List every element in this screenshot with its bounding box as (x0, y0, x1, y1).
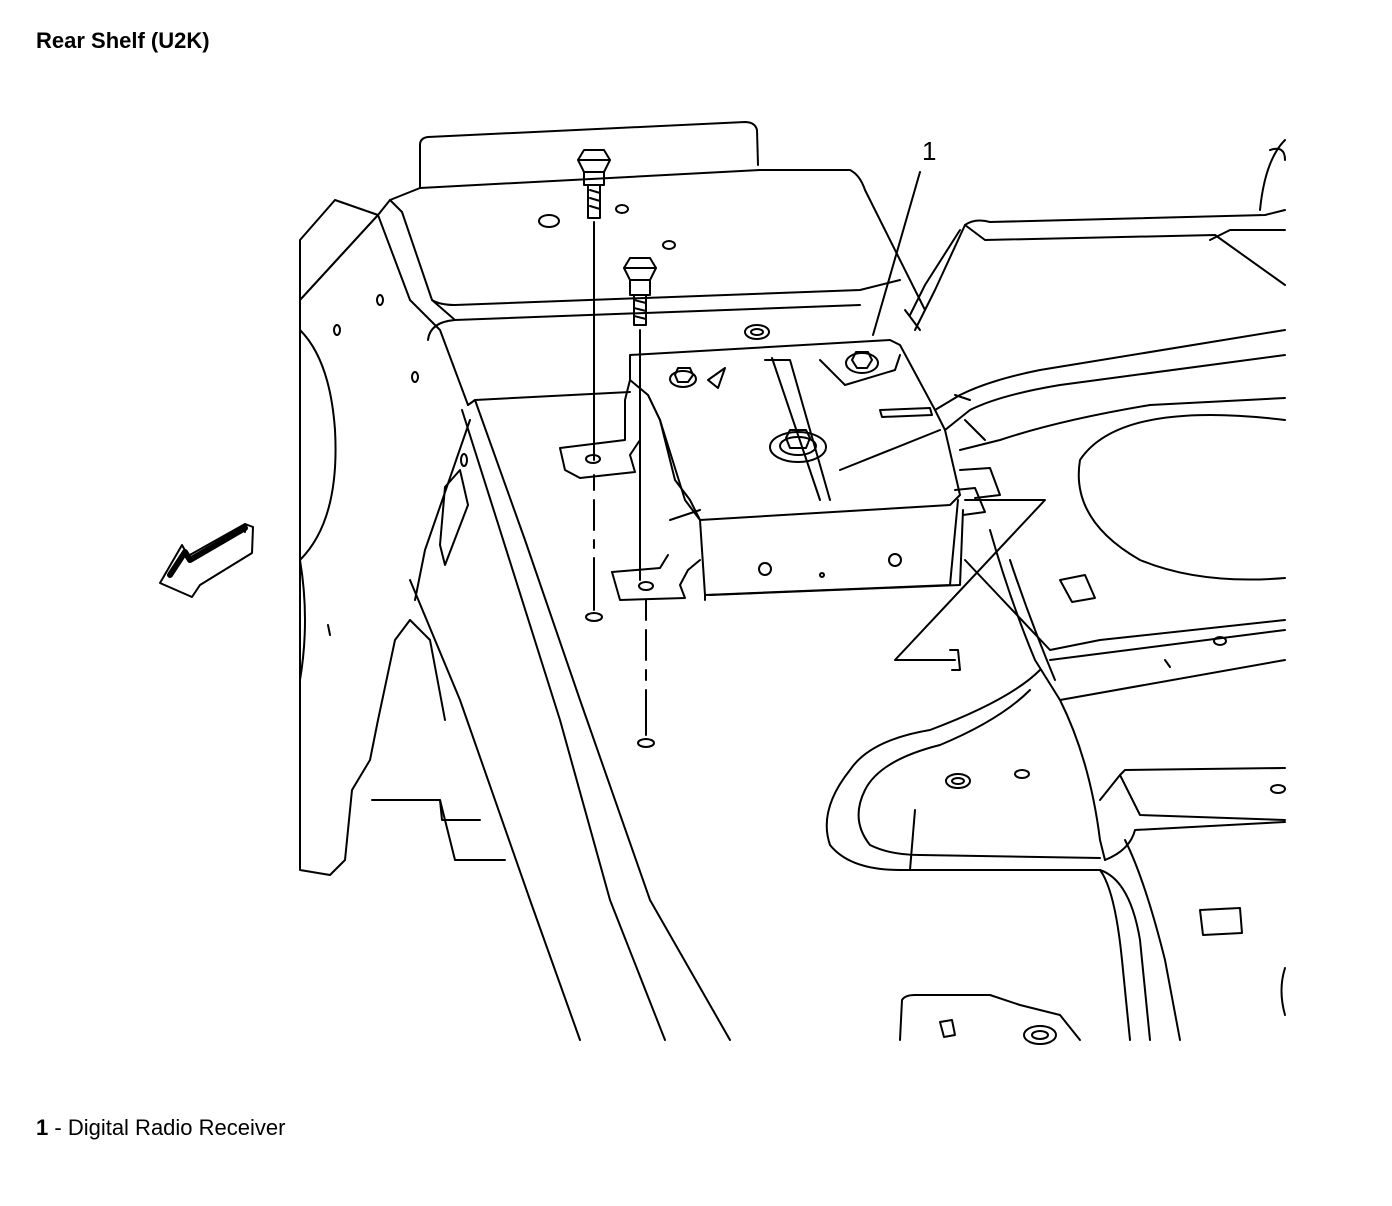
left-pillar (299, 199, 506, 876)
right-floor-structure (825, 139, 1286, 1045)
digital-radio-receiver (559, 339, 986, 601)
direction-arrow-icon (159, 523, 254, 598)
legend-separator: - (48, 1115, 68, 1140)
legend: 1 - Digital Radio Receiver (36, 1115, 285, 1141)
mounting-bolts (577, 149, 657, 748)
lower-shelf-panel (409, 391, 731, 1041)
page-title: Rear Shelf (U2K) (36, 28, 210, 53)
legend-number-1: 1 (36, 1115, 49, 1140)
legend-label-1: Digital Radio Receiver (67, 1115, 286, 1140)
callout-leader (872, 171, 921, 336)
callout-number-1: 1 (922, 136, 936, 166)
upper-shelf-panel (377, 121, 926, 406)
